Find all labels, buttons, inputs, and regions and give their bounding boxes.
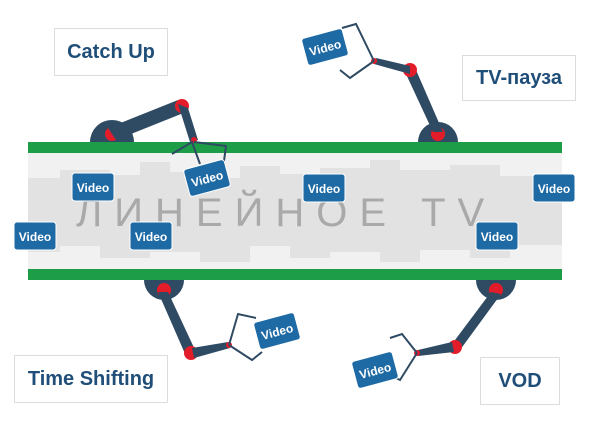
video-tile-icon: Video xyxy=(475,221,519,251)
belt-bottom-rail xyxy=(28,269,562,280)
label-tv-pause: TV-пауза xyxy=(462,55,576,101)
robot-arm-icon xyxy=(90,99,228,177)
video-tile-icon: Video xyxy=(13,221,57,251)
video-tile-icon: Video xyxy=(129,221,173,251)
video-tile-icon: Video xyxy=(71,172,115,202)
svg-text:Video: Video xyxy=(77,181,109,195)
conveyor-belt: ЛИНЕЙНОЕ ТV xyxy=(28,142,562,280)
label-vod-text: VOD xyxy=(498,369,542,392)
robot-arm-icon xyxy=(389,280,516,382)
svg-text:Video: Video xyxy=(308,182,340,196)
label-catch-up-text: Catch Up xyxy=(67,40,155,63)
label-catch-up: Catch Up xyxy=(54,28,168,76)
svg-text:Video: Video xyxy=(135,230,167,244)
svg-text:Video: Video xyxy=(538,182,570,196)
belt-top-rail xyxy=(28,142,562,153)
label-tv-pause-text: TV-пауза xyxy=(476,66,562,89)
robot-arm-icon xyxy=(144,280,263,362)
svg-text:Video: Video xyxy=(481,230,513,244)
video-tile-icon: Video xyxy=(532,173,576,203)
video-tile-icon: Video xyxy=(302,173,346,203)
svg-text:Video: Video xyxy=(19,230,51,244)
video-tile-icon: Video xyxy=(351,351,399,389)
label-time-shifting-text: Time Shifting xyxy=(27,367,155,390)
video-tile-icon: Video xyxy=(301,28,349,66)
label-time-shifting: Time Shifting xyxy=(14,355,168,403)
robot-arm-icon xyxy=(339,22,458,142)
video-tile-icon: Video xyxy=(183,159,231,197)
video-tile-icon: Video xyxy=(253,312,301,350)
label-vod: VOD xyxy=(480,357,560,405)
